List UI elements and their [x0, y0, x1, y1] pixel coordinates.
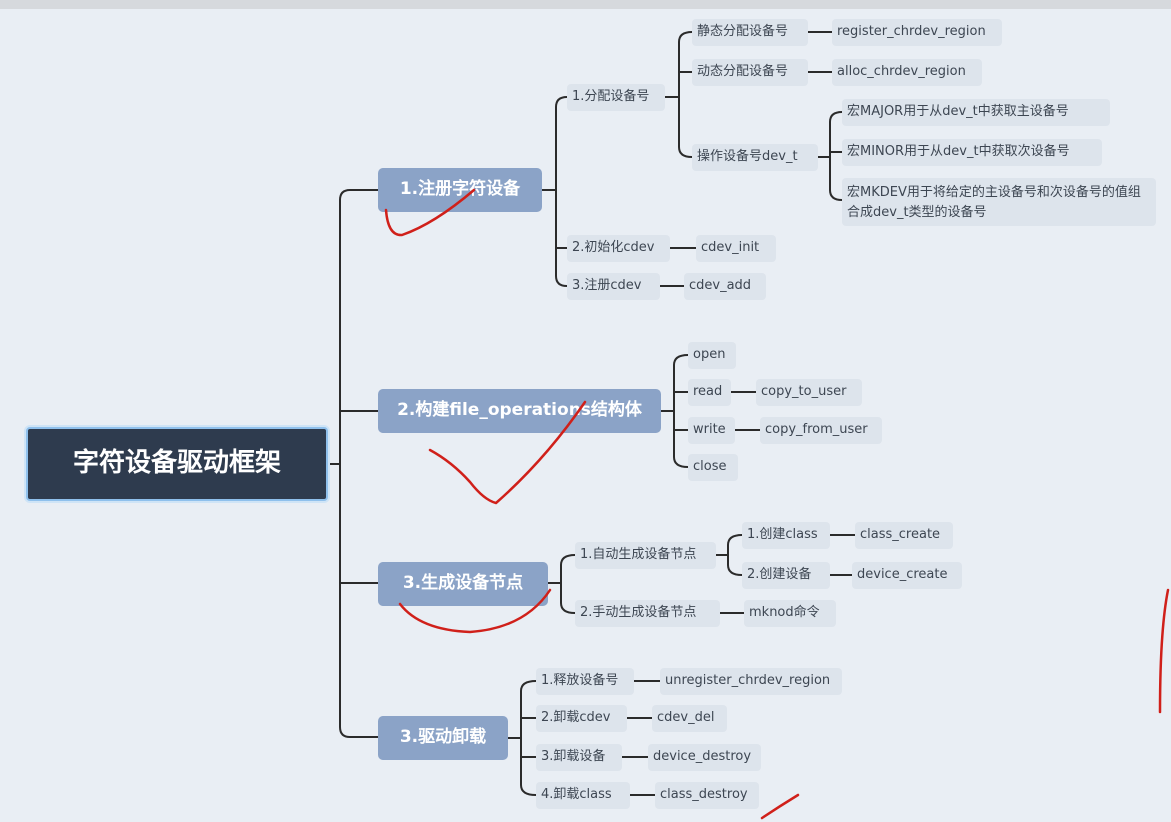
- node-static-alloc[interactable]: 静态分配设备号: [692, 19, 808, 46]
- node-fop-close[interactable]: close: [688, 454, 738, 481]
- node-dynamic-alloc[interactable]: 动态分配设备号: [692, 59, 808, 86]
- node-copy-to-user[interactable]: copy_to_user: [756, 379, 862, 406]
- node-create-class-label[interactable]: 1.创建class: [742, 522, 830, 549]
- top-bar: [0, 0, 1171, 9]
- node-copy-from-user[interactable]: copy_from_user: [760, 417, 882, 444]
- node-cdev-del[interactable]: cdev_del: [652, 705, 727, 732]
- node-unload-cdev-label[interactable]: 2.卸载cdev: [536, 705, 627, 732]
- root-node[interactable]: 字符设备驱动框架: [26, 427, 328, 501]
- node-minor-macro[interactable]: 宏MINOR用于从dev_t中获取次设备号: [842, 139, 1102, 166]
- node-cdev-init[interactable]: cdev_init: [696, 235, 776, 262]
- node-fop-write[interactable]: write: [688, 417, 735, 444]
- node-register-chrdev-region[interactable]: register_chrdev_region: [832, 19, 1002, 46]
- node-mknod[interactable]: mknod命令: [744, 600, 836, 627]
- node-create-device-label[interactable]: 2.创建设备: [742, 562, 830, 589]
- branch-device-node[interactable]: 3.生成设备节点: [378, 562, 548, 606]
- node-device-destroy[interactable]: device_destroy: [648, 744, 761, 771]
- node-release-devno[interactable]: 1.释放设备号: [536, 668, 634, 695]
- node-class-create[interactable]: class_create: [855, 522, 953, 549]
- branch-file-operations[interactable]: 2.构建file_operations结构体: [378, 389, 661, 433]
- node-class-destroy[interactable]: class_destroy: [655, 782, 759, 809]
- node-cdev-add-label[interactable]: 3.注册cdev: [567, 273, 660, 300]
- node-fop-open[interactable]: open: [688, 342, 736, 369]
- node-major-macro[interactable]: 宏MAJOR用于从dev_t中获取主设备号: [842, 99, 1110, 126]
- node-unload-device-label[interactable]: 3.卸载设备: [536, 744, 622, 771]
- node-alloc-devno[interactable]: 1.分配设备号: [567, 84, 665, 111]
- node-auto-create[interactable]: 1.自动生成设备节点: [575, 542, 716, 569]
- node-devt-ops[interactable]: 操作设备号dev_t: [692, 144, 818, 171]
- node-unload-class-label[interactable]: 4.卸载class: [536, 782, 630, 809]
- node-mkdev-macro[interactable]: 宏MKDEV用于将给定的主设备号和次设备号的值组合成dev_t类型的设备号: [842, 178, 1156, 226]
- node-cdev-init-label[interactable]: 2.初始化cdev: [567, 235, 670, 262]
- node-alloc-chrdev-region[interactable]: alloc_chrdev_region: [832, 59, 982, 86]
- branch-driver-unload[interactable]: 3.驱动卸载: [378, 716, 508, 760]
- node-cdev-add[interactable]: cdev_add: [684, 273, 766, 300]
- branch-register-chrdev[interactable]: 1.注册字符设备: [378, 168, 542, 212]
- node-unregister-chrdev-region[interactable]: unregister_chrdev_region: [660, 668, 842, 695]
- node-manual-create[interactable]: 2.手动生成设备节点: [575, 600, 720, 627]
- node-device-create[interactable]: device_create: [852, 562, 962, 589]
- node-fop-read[interactable]: read: [688, 379, 731, 406]
